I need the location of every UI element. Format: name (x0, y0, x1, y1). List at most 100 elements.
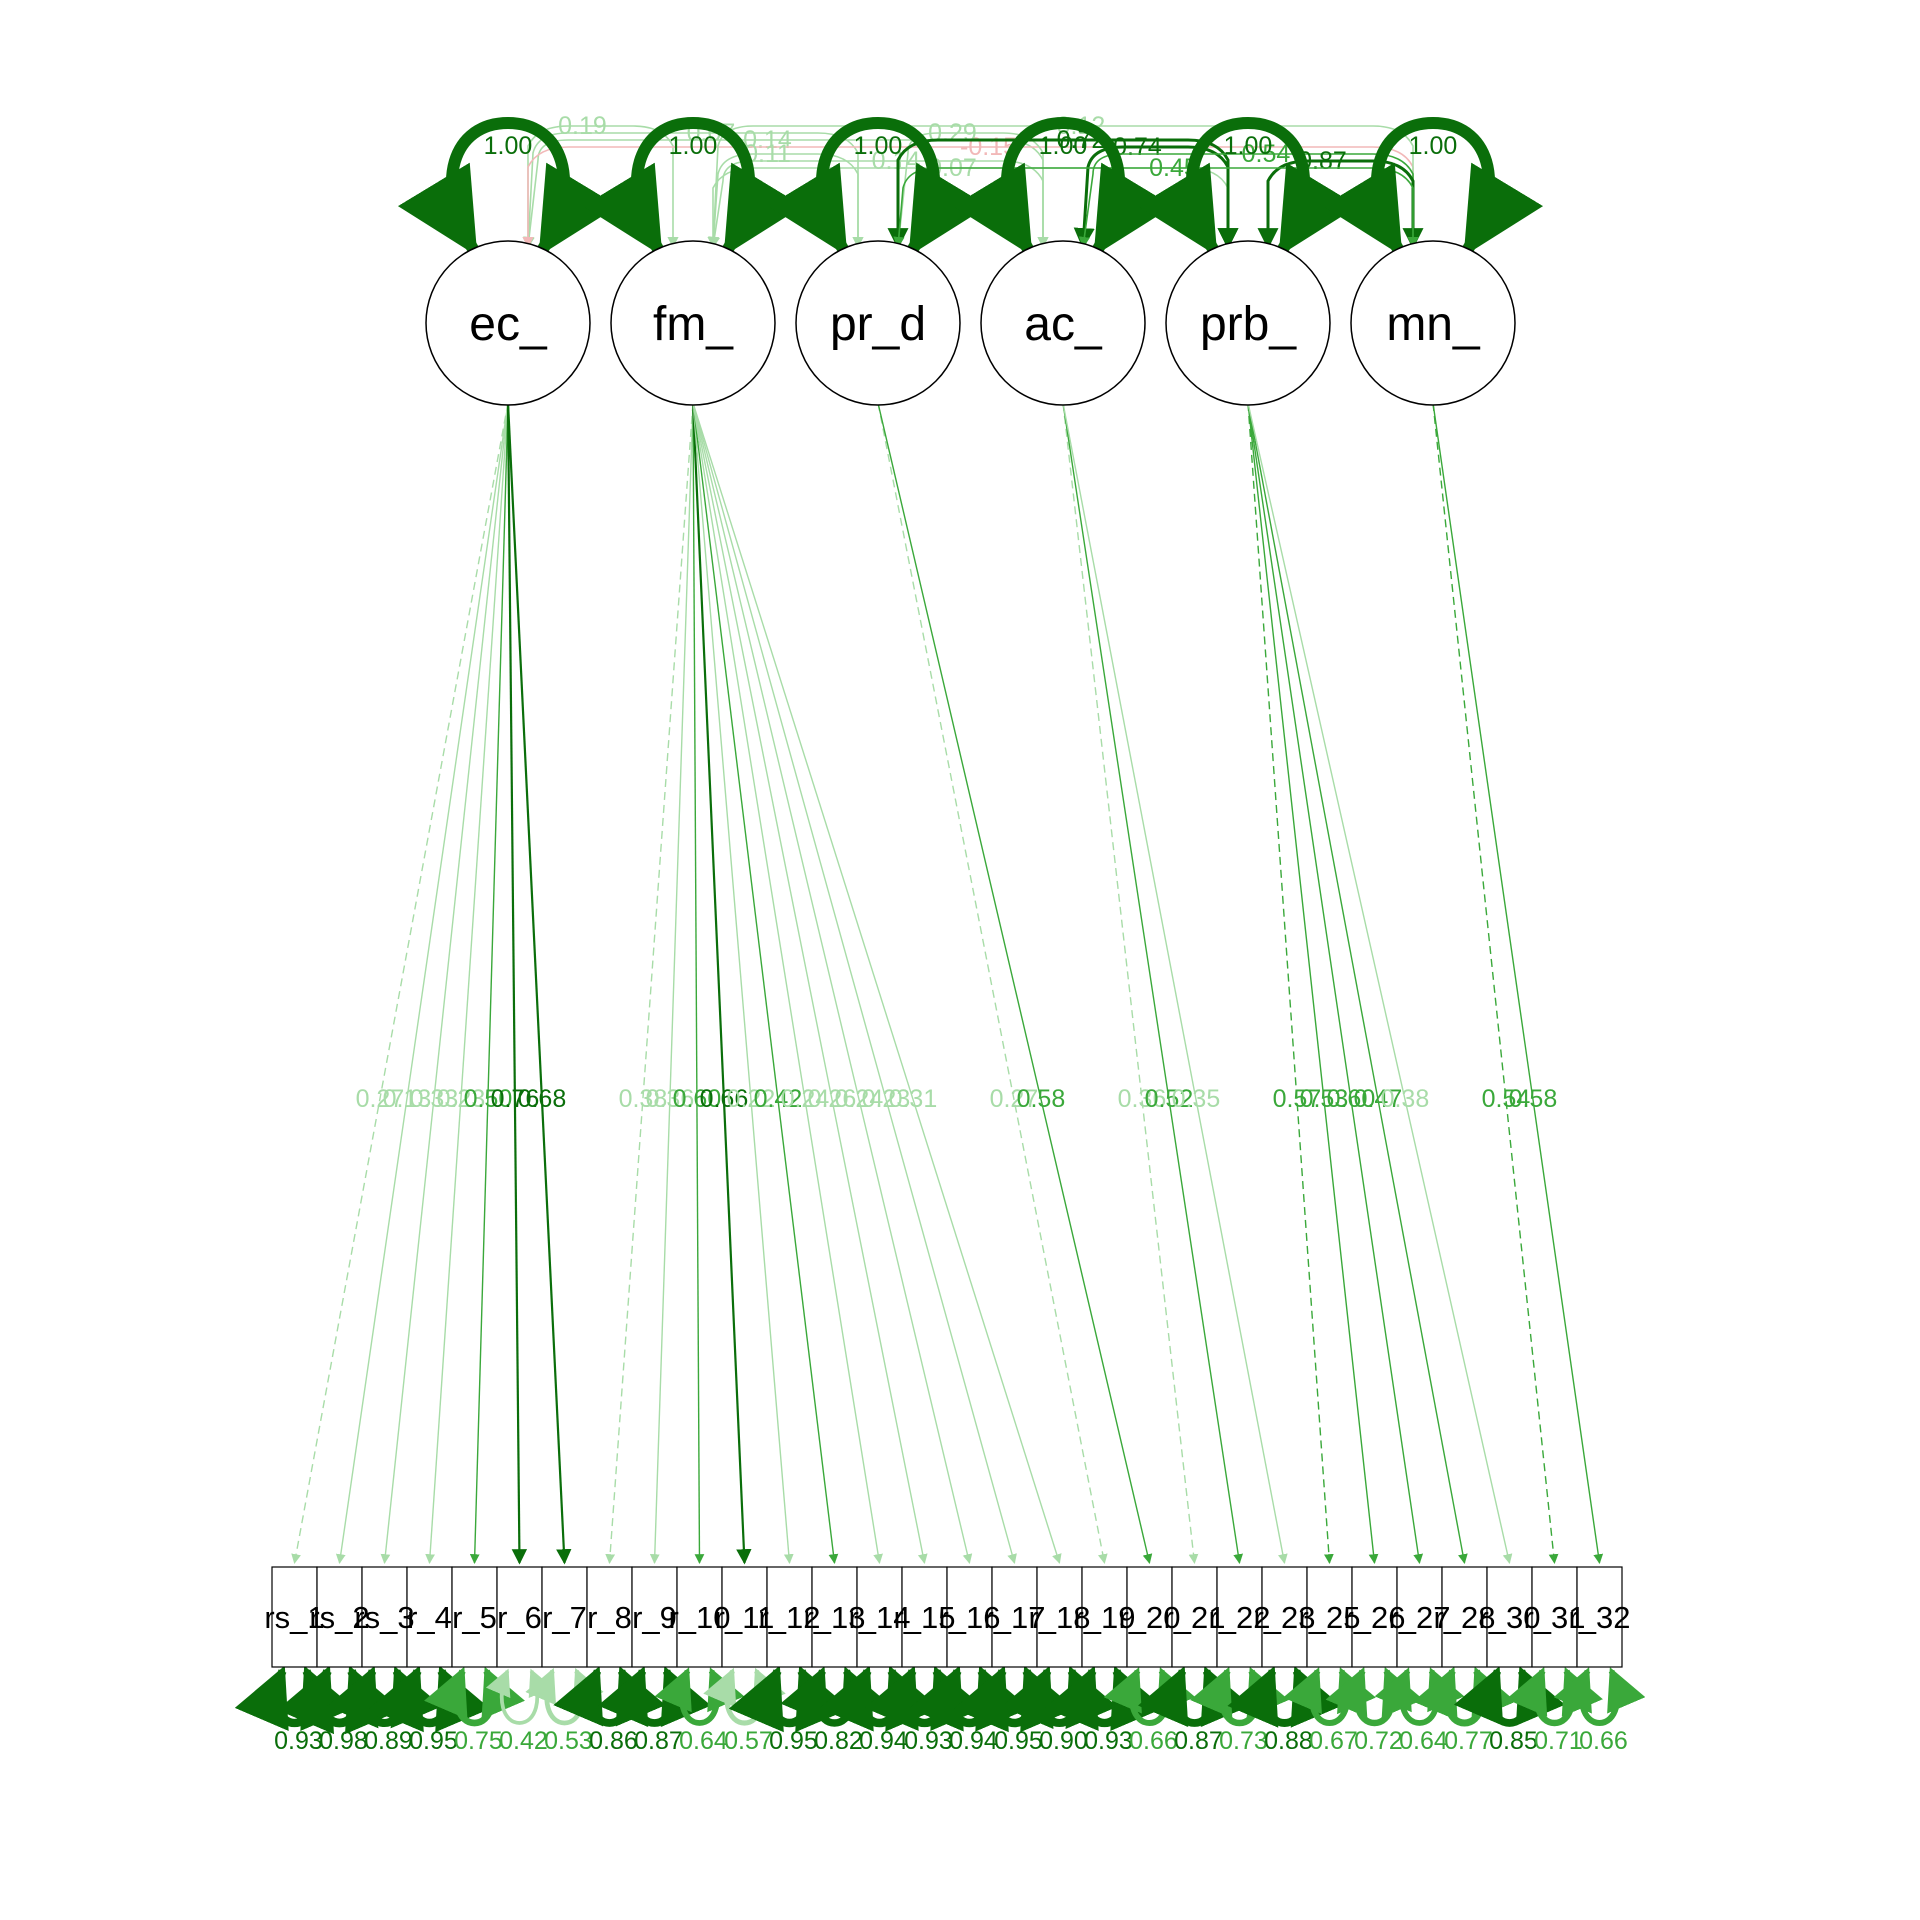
latent-variance-loop (952, 116, 1174, 257)
latent-label: ec_ (469, 298, 548, 351)
latent-variance-label: 1.00 (854, 132, 903, 160)
residual-label: 0.75 (454, 1727, 503, 1755)
latent-variance-loop (397, 116, 619, 257)
loading-label: 0.58 (1017, 1085, 1066, 1113)
residual-label: 0.98 (319, 1727, 368, 1755)
latent-variance-loop (1322, 116, 1544, 257)
latent-label: fm_ (653, 298, 734, 351)
observed-box (1081, 1566, 1128, 1668)
residual-label: 0.87 (1174, 1727, 1223, 1755)
observed-label: rs_3 (354, 1600, 414, 1635)
observed-label: r_9 (632, 1600, 677, 1635)
residual-label: 0.93 (1084, 1727, 1133, 1755)
residual-loop (728, 1665, 851, 1733)
loading-label: 0.50 (464, 1085, 513, 1113)
latent-variance-loop (1137, 116, 1359, 257)
loading-label: 0.53 (1300, 1085, 1349, 1113)
covariance-arc (887, 138, 1239, 250)
residual-loop (553, 1666, 666, 1727)
latent-variance-label: 1.00 (669, 132, 718, 160)
observed-label: r_28 (1433, 1600, 1495, 1635)
residual-loop (485, 1668, 554, 1725)
residual-loop (1137, 1665, 1252, 1728)
covariance-arc (522, 132, 864, 249)
residual-loop (525, 1667, 604, 1726)
residual-loop (597, 1665, 712, 1728)
loading-label: 0.22 (727, 1085, 776, 1113)
loading-label: 0.36 (646, 1085, 695, 1113)
observed-label: r_6 (497, 1600, 542, 1635)
loading-path (692, 402, 794, 1564)
residual-label: 0.94 (859, 1727, 908, 1755)
observed-label: r_4 (407, 1600, 452, 1635)
residual-label: 0.64 (679, 1727, 728, 1755)
loading-path (692, 402, 839, 1564)
residual-loop (424, 1666, 525, 1727)
observed-label: r_27 (1388, 1600, 1450, 1635)
loading-path (1247, 402, 1468, 1564)
residual-loop (1453, 1666, 1566, 1727)
residual-loop (277, 1665, 402, 1735)
loading-label: 0.60 (1327, 1085, 1376, 1113)
observed-label: r_20 (1118, 1600, 1180, 1635)
observed-label: r_15 (893, 1600, 955, 1635)
loading-path (877, 402, 1108, 1564)
loading-path (692, 402, 973, 1564)
residual-loop (234, 1665, 355, 1732)
observed-box (1351, 1566, 1398, 1668)
loading-label: 0.38 (619, 1085, 668, 1113)
observed-box (361, 1566, 408, 1668)
observed-label: r_23 (1253, 1600, 1315, 1635)
observed-box (811, 1566, 858, 1668)
observed-box (541, 1566, 588, 1668)
loading-label: 0.23 (437, 1085, 486, 1113)
latent-ec-node (425, 240, 591, 406)
latent-label: pr_d (830, 298, 926, 351)
latent-variance-label: 1.00 (484, 132, 533, 160)
loading-path (1062, 402, 1199, 1564)
loading-label: 0.76 (491, 1085, 540, 1113)
observed-label: r_12 (758, 1600, 820, 1635)
observed-box (496, 1566, 543, 1668)
residual-loop (1103, 1667, 1196, 1726)
residual-loop (819, 1665, 940, 1732)
loading-label: 0.13 (383, 1085, 432, 1113)
loading-path (1062, 402, 1288, 1564)
observed-label: r_18 (1028, 1600, 1090, 1635)
loading-label: 0.27 (990, 1085, 1039, 1113)
loading-path (649, 402, 694, 1564)
residual-label: 0.94 (949, 1727, 998, 1755)
observed-box (631, 1566, 678, 1668)
loading-path (335, 402, 509, 1564)
observed-label: rs_1 (264, 1600, 324, 1635)
residual-label: 0.66 (1129, 1727, 1178, 1755)
latent-variance-label: 1.00 (1224, 132, 1273, 160)
latent-variance-loop (767, 116, 989, 257)
residual-loop (1413, 1666, 1516, 1727)
residual-loop (1374, 1667, 1465, 1726)
loading-label: 0.31 (889, 1085, 938, 1113)
residual-loop (703, 1667, 786, 1726)
loading-path (380, 402, 509, 1564)
residual-label: 0.67 (1309, 1727, 1358, 1755)
latent-label: ac_ (1024, 298, 1103, 351)
latent-label: prb_ (1200, 298, 1297, 351)
residual-loop (326, 1665, 443, 1729)
residual-label: 0.93 (274, 1727, 323, 1755)
latent-variance-label: 1.00 (1039, 132, 1088, 160)
observed-box (721, 1566, 768, 1668)
residual-loop (1506, 1666, 1603, 1727)
covariance-arc (522, 125, 679, 249)
loading-path (692, 402, 928, 1564)
loading-path (605, 402, 694, 1564)
loading-label: 0.66 (700, 1085, 749, 1113)
residual-label: 0.64 (1399, 1727, 1448, 1755)
observed-box (1486, 1566, 1533, 1668)
residual-loop (1001, 1665, 1118, 1730)
residual-label: 0.85 (1489, 1727, 1538, 1755)
residual-label: 0.53 (544, 1727, 593, 1755)
observed-label: r_21 (1163, 1600, 1225, 1635)
observed-box (406, 1566, 453, 1668)
residual-layer: 0.930.980.890.950.750.420.530.860.870.64… (234, 1665, 1646, 1755)
